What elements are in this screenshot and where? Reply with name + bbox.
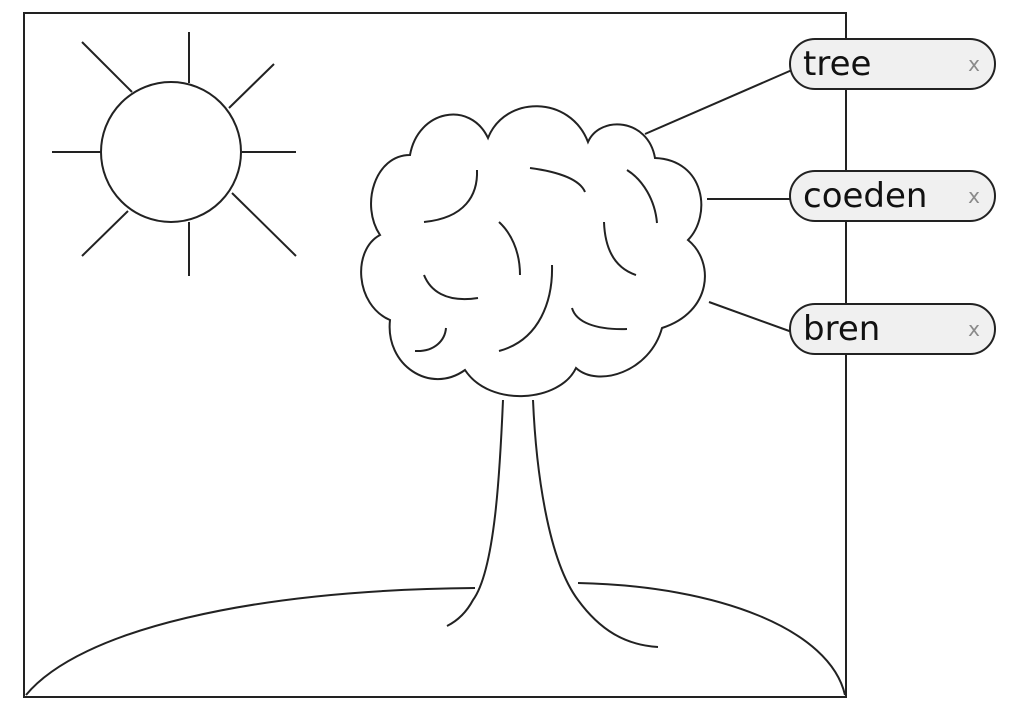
picture-frame — [23, 12, 847, 698]
sun-icon — [52, 32, 297, 276]
label-text: bren — [803, 309, 881, 349]
hill-shape — [25, 582, 846, 696]
label-coeden[interactable]: coeden x — [789, 170, 996, 222]
close-icon[interactable]: x — [968, 317, 980, 341]
tree-crown — [360, 105, 706, 398]
label-tree[interactable]: tree x — [789, 38, 996, 90]
label-text: coeden — [803, 176, 928, 216]
label-bren[interactable]: bren x — [789, 303, 996, 355]
tree-trunk — [446, 399, 659, 648]
label-connectors — [644, 69, 793, 333]
close-icon[interactable]: x — [968, 184, 980, 208]
label-text: tree — [803, 44, 872, 84]
close-icon[interactable]: x — [968, 52, 980, 76]
tree-crown-details — [414, 167, 658, 353]
